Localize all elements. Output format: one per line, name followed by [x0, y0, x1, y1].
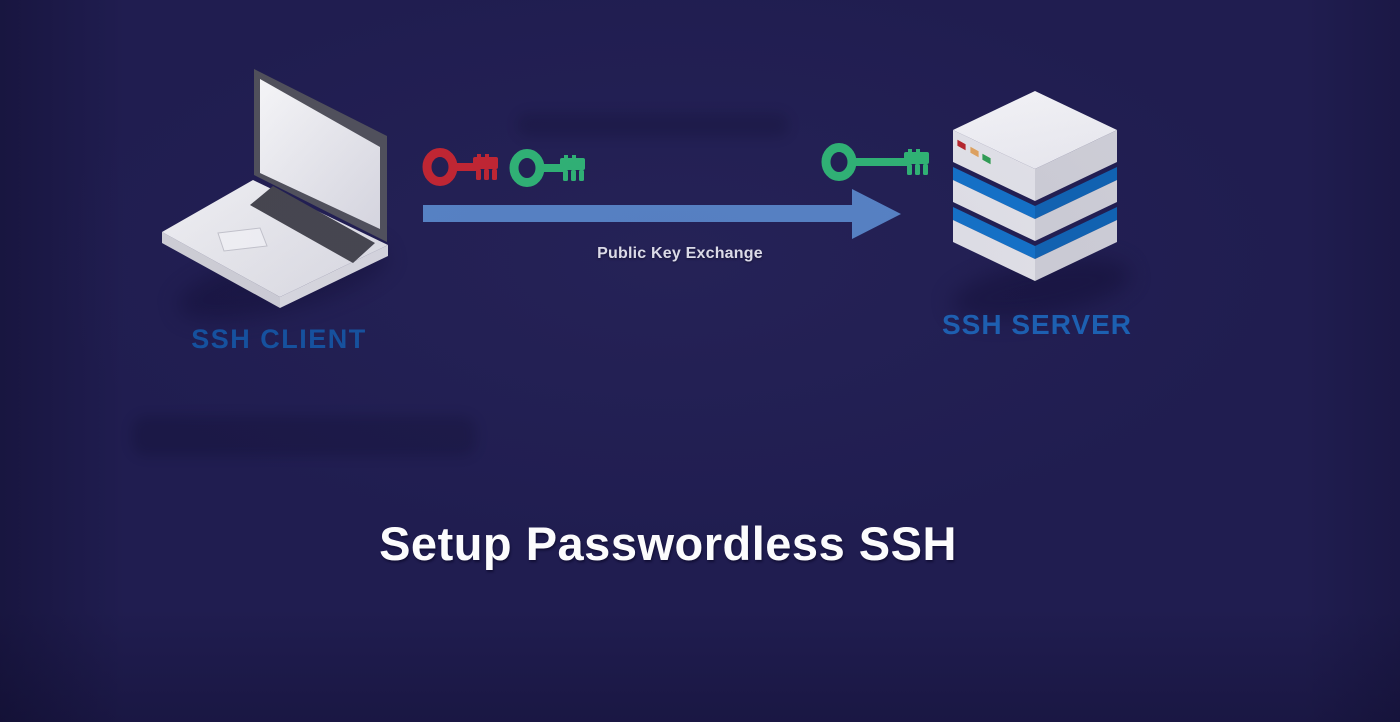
server-right-face [1035, 180, 1117, 241]
server-left-face [953, 180, 1035, 241]
laptop-base [162, 180, 388, 297]
erased-text-smudge [132, 416, 476, 456]
ssh-client-label: SSH CLIENT [191, 324, 367, 354]
page-title: Setup Passwordless SSH [379, 517, 957, 570]
server-right-face [1035, 220, 1117, 281]
laptop-screen [260, 79, 380, 229]
server-stripe [953, 167, 1035, 219]
server-stack-icon [953, 91, 1117, 281]
server-stripe [1035, 167, 1117, 219]
green-key-at-server-icon [826, 148, 929, 177]
laptop-touchpad [217, 227, 268, 252]
arrow-right-icon [423, 189, 901, 239]
laptop-base-edge-left [162, 232, 280, 308]
ssh-server-label: SSH SERVER [942, 309, 1132, 340]
green-key-icon [514, 154, 585, 183]
server-led-amber [969, 145, 980, 159]
laptop-icon [162, 69, 388, 308]
server-right-face [1035, 130, 1117, 201]
red-key-icon [427, 153, 498, 182]
public-key-exchange-label: Public Key Exchange [597, 245, 763, 262]
server-stripe [953, 207, 1035, 259]
laptop-keyboard [250, 186, 375, 263]
server-led-red [956, 138, 967, 152]
server-left-face [953, 220, 1035, 281]
server-led-green [981, 152, 992, 166]
erased-text-smudge [517, 113, 789, 137]
exchange-arrow [423, 189, 901, 239]
server-stripe [1035, 207, 1117, 259]
laptop-base-edge-right [280, 245, 388, 308]
